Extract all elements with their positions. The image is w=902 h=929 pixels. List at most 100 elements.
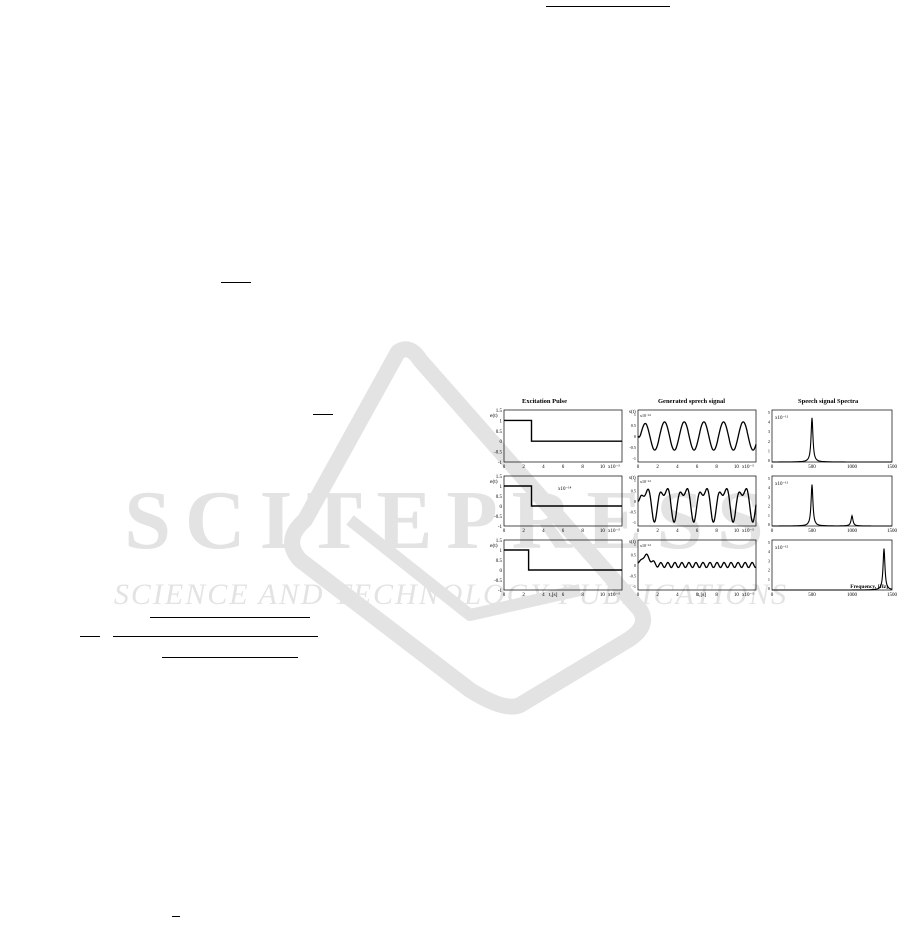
pulse-y-tick-label: 1 (500, 485, 503, 490)
pulse-y-tick-label: 1 (500, 549, 503, 554)
formula-fraction-bar (172, 916, 180, 917)
pulse-scale-note: x10⁻¹⁴ (558, 486, 572, 492)
pulse-x-tick-label: 6 (562, 465, 565, 470)
pulse-x-multiplier: x10⁻³ (608, 592, 620, 598)
pulse-y-axis-label: e(t) (490, 412, 498, 419)
column-title-spectra: Speech signal Spectra (798, 398, 859, 405)
formula-fraction-bar (221, 282, 251, 283)
pulse-x-tick-label: 8 (581, 529, 584, 534)
speech-x-tick-label: 6 (696, 529, 699, 534)
formula-fraction-bar (313, 414, 333, 415)
spectrum-plot-frame (771, 539, 893, 591)
pulse-y-tick-label: 1.5 (496, 539, 503, 544)
speech-y-tick-label: 1 (634, 478, 636, 483)
spectrum-x-tick-label: 0 (771, 593, 774, 598)
speech-y-tick-label: 0 (634, 434, 636, 439)
pulse-y-axis-label: e(t) (490, 478, 498, 485)
speech-x-tick-label: 6 (696, 593, 699, 598)
pulse-y-tick-label: -0.5 (494, 515, 502, 520)
speech-x-tick-label: 0 (637, 465, 640, 470)
speech-x-tick-label: 8 (715, 529, 718, 534)
speech-x-tick-label: 0 (637, 529, 640, 534)
speech-y-tick-label: -1 (633, 584, 637, 589)
formula-overline (546, 6, 670, 7)
speech-y-axis-label: s(t) (629, 410, 636, 415)
pulse-x-tick-label: 6 (562, 529, 565, 534)
pulse-x-tick-label: 8 (581, 593, 584, 598)
spectrum-y-tick-label: 4 (768, 549, 771, 554)
pulse-x-multiplier: x10⁻³ (608, 528, 620, 534)
spectrum-x-tick-label: 500 (808, 529, 816, 534)
pulse-y-tick-label: 1 (500, 419, 503, 424)
pulse-y-tick-label: -1 (498, 589, 503, 594)
speech-x-tick-label: 2 (656, 593, 659, 598)
spectrum-y-tick-label: 3 (768, 558, 770, 563)
speech-scale-label: x10⁻¹⁴ (640, 413, 651, 418)
speech-scale-label: x10⁻¹⁴ (640, 543, 651, 548)
spectrum-y-tick-label: 1 (768, 577, 770, 582)
pulse-y-axis-label: e(t) (490, 542, 498, 549)
spectrum-x-tick-label: 1500 (887, 529, 898, 534)
spectrum-y-tick-label: 3 (768, 494, 770, 499)
formula-overline (150, 617, 310, 618)
speech-series-line (637, 553, 757, 569)
pulse-x-tick-label: 0 (503, 593, 506, 598)
pulse-x-axis-label: t,[s] (549, 592, 558, 598)
spectrum-y-tick-label: 2 (768, 568, 770, 573)
speech-y-axis-label: s(t) (629, 540, 636, 545)
pulse-y-tick-label: 1.5 (496, 409, 503, 414)
pulse-y-tick-label: 0.5 (496, 430, 503, 435)
pulse-y-tick-label: 0 (500, 440, 503, 445)
speech-x-tick-label: 4 (676, 593, 679, 598)
spectrum-series-line (772, 548, 893, 591)
column-title-excitation: Excitation Pulse (522, 398, 567, 405)
spectrum-y-tick-label: 4 (768, 420, 771, 425)
pulse-x-tick-label: 2 (522, 529, 525, 534)
speech-x-tick-label: 10 (734, 465, 740, 470)
spectrum-x-tick-label: 1500 (887, 465, 898, 470)
spectrum-y-tick-label: 3 (768, 429, 770, 434)
pulse-plot-frame (503, 409, 623, 463)
spectrum-y-tick-label: 5 (768, 410, 770, 415)
speech-series-line (637, 488, 757, 523)
spectrum-x-tick-label: 500 (808, 593, 816, 598)
pulse-x-tick-label: 10 (600, 593, 606, 598)
spectrum-scale-label: x10⁻¹¹ (775, 415, 789, 421)
pulse-y-tick-label: 0 (500, 569, 503, 574)
pulse-x-tick-label: 10 (600, 465, 606, 470)
speech-x-tick-label: 4 (676, 465, 679, 470)
speech-y-tick-label: 0.5 (631, 553, 636, 558)
speech-x-tick-label: 6 (696, 465, 699, 470)
pulse-y-tick-label: 0.5 (496, 495, 503, 500)
speech-y-tick-label: -0.5 (629, 510, 636, 515)
speech-x-multiplier: x10⁻³ (742, 592, 754, 598)
pulse-y-tick-label: -0.5 (494, 451, 502, 456)
spectrum-x-tick-label: 1000 (847, 465, 858, 470)
pulse-x-multiplier: x10⁻³ (608, 464, 620, 470)
pulse-y-tick-label: 1.5 (496, 475, 503, 480)
pulse-x-tick-label: 4 (542, 529, 545, 534)
spectrum-scale-label: x10⁻¹² (775, 545, 789, 551)
spectrum-plot-frame (771, 475, 893, 527)
pulse-series-line (504, 485, 622, 507)
speech-x-tick-label: 8 (715, 593, 718, 598)
speech-y-tick-label: -0.5 (629, 574, 636, 579)
speech-x-axis-label: t,[s] (698, 592, 707, 598)
pulse-y-tick-label: 0 (500, 505, 503, 510)
speech-y-tick-label: 1 (634, 412, 636, 417)
speech-y-axis-label: s(t) (629, 476, 636, 481)
speech-y-tick-label: 1 (634, 542, 636, 547)
speech-x-tick-label: 8 (715, 465, 718, 470)
speech-y-tick-label: 0 (634, 499, 636, 504)
spectrum-series-line (772, 484, 892, 527)
speech-x-tick-label: 10 (734, 529, 740, 534)
pulse-x-tick-label: 4 (542, 593, 545, 598)
column-title-speech: Generated sprech signal (658, 398, 726, 405)
speech-scale-label: x10⁻¹⁴ (640, 479, 651, 484)
pulse-x-tick-label: 6 (562, 593, 565, 598)
pulse-series-line (504, 549, 622, 571)
figure-speech-synthesis: Excitation Pulse Generated sprech signal… (488, 396, 898, 616)
speech-plot-frame (637, 539, 757, 591)
